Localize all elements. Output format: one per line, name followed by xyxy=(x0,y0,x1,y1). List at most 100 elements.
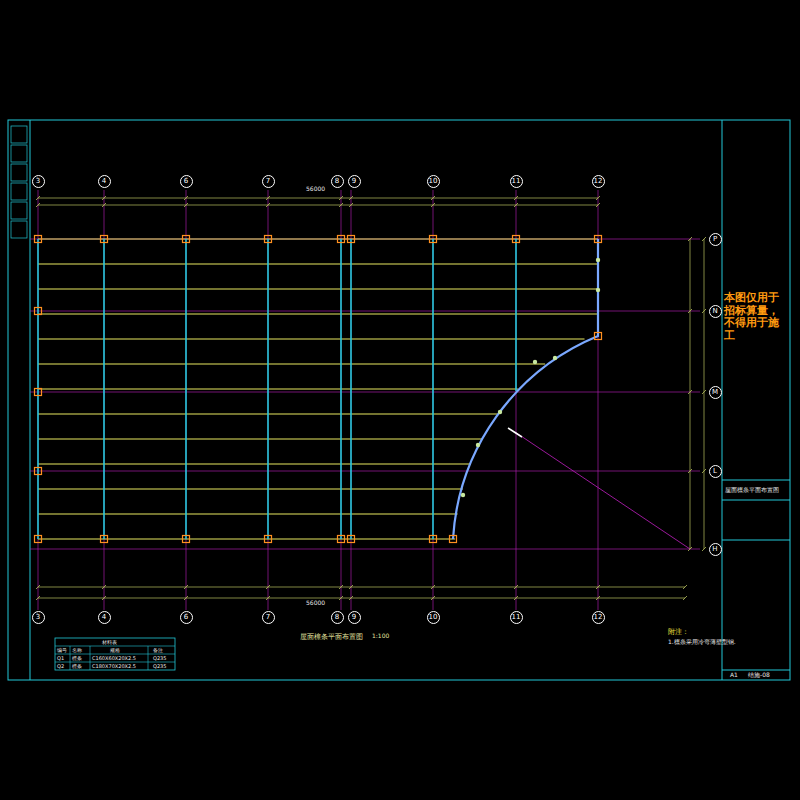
dimension-tick xyxy=(514,585,518,589)
column-square xyxy=(35,389,42,396)
axis-bubble: 7 xyxy=(262,611,275,624)
axis-label: 6 xyxy=(184,614,188,621)
dimension-tick xyxy=(102,196,106,200)
strip-box xyxy=(11,145,27,162)
brace-dot xyxy=(533,360,537,364)
axis-bubble: N xyxy=(709,305,722,318)
axis-bubble: 10 xyxy=(427,611,440,624)
dimension-tick xyxy=(339,596,343,600)
axis-label: H xyxy=(712,546,717,553)
axis-bubble: 9 xyxy=(348,175,361,188)
axis-label: 11 xyxy=(512,178,521,185)
dimension-tick xyxy=(688,469,692,473)
axis-label: 9 xyxy=(352,178,356,185)
dimension-tick xyxy=(102,585,106,589)
axis-bubble: 3 xyxy=(32,611,45,624)
table-line xyxy=(55,646,175,647)
column-square xyxy=(265,236,272,243)
axis-bubble: 4 xyxy=(98,611,111,624)
dimension-tick xyxy=(184,596,188,600)
drawing-title: 屋面檩条平面布置图 xyxy=(300,633,363,641)
frame-line xyxy=(30,120,31,680)
table-cell: 檩条 xyxy=(72,656,82,662)
title-block-line xyxy=(722,670,790,671)
table-header: 材料表 xyxy=(102,640,117,646)
dimension-line xyxy=(38,198,598,199)
axis-label: L xyxy=(713,468,717,475)
column-square xyxy=(35,308,42,315)
dimension-tick xyxy=(36,203,40,207)
column-square xyxy=(430,236,437,243)
dimension-tick xyxy=(688,547,692,551)
axis-bubble: 8 xyxy=(331,175,344,188)
axis-bubble: 11 xyxy=(510,175,523,188)
table-cell: Q2 xyxy=(57,664,64,670)
axis-line xyxy=(30,239,700,240)
axis-bubble: P xyxy=(709,233,722,246)
brace-dot xyxy=(553,356,557,360)
table-cell: 备注 xyxy=(153,648,163,654)
column-square xyxy=(348,236,355,243)
axis-label: 4 xyxy=(102,178,106,185)
table-line xyxy=(55,662,175,663)
axis-label: P xyxy=(713,236,717,243)
axis-label: 3 xyxy=(36,614,40,621)
column-square xyxy=(338,536,345,543)
column-square xyxy=(338,236,345,243)
dimension-tick xyxy=(431,585,435,589)
dimension-tick xyxy=(339,203,343,207)
column-square xyxy=(265,536,272,543)
watermark-note: 本图仅用于招标算量，不得用于施工 xyxy=(724,292,788,343)
strip-box xyxy=(11,202,27,219)
dimension-tick xyxy=(431,203,435,207)
dimension-tick xyxy=(349,585,353,589)
axis-bubble: 3 xyxy=(32,175,45,188)
table-line xyxy=(90,646,91,670)
rafter-line xyxy=(340,239,342,539)
brace-dot xyxy=(476,443,480,447)
dimension-tick xyxy=(266,596,270,600)
dimension-tick xyxy=(596,596,600,600)
axis-line xyxy=(351,190,352,610)
column-square xyxy=(101,536,108,543)
title-block-line xyxy=(722,480,790,481)
sheet-size: A1 xyxy=(730,672,738,679)
column-square xyxy=(348,536,355,543)
table-line xyxy=(70,646,71,670)
purlin-line xyxy=(38,314,598,315)
sheet-number: 结施-08 xyxy=(748,672,770,679)
table-cell: C180X70X20X2.5 xyxy=(92,664,136,670)
axis-bubble: H xyxy=(709,543,722,556)
dimension-tick xyxy=(184,203,188,207)
axis-bubble: 12 xyxy=(592,611,605,624)
purlin-line xyxy=(38,489,463,490)
rafter-line xyxy=(103,239,105,539)
axis-label: N xyxy=(712,308,717,315)
axis-label: 4 xyxy=(102,614,106,621)
axis-label: M xyxy=(712,389,718,396)
axis-line xyxy=(104,190,105,610)
strip-box xyxy=(11,183,27,200)
axis-bubble: 7 xyxy=(262,175,275,188)
table-cell: 规格 xyxy=(110,648,120,654)
strip-box xyxy=(11,221,27,238)
dimension-tick xyxy=(514,203,518,207)
axis-line xyxy=(30,392,700,393)
dimension-tick xyxy=(702,309,706,313)
purlin-line xyxy=(38,389,518,390)
strip-box xyxy=(11,126,27,143)
column-square xyxy=(513,236,520,243)
brace-dot xyxy=(596,258,600,262)
axis-line xyxy=(30,549,700,550)
dimension-tick xyxy=(36,585,40,589)
dimension-tick xyxy=(102,596,106,600)
rafter-line xyxy=(515,239,517,391)
axis-label: 10 xyxy=(429,178,438,185)
dimension-tick xyxy=(349,196,353,200)
axis-label: 7 xyxy=(266,178,270,185)
column-square xyxy=(183,536,190,543)
axis-bubble: 10 xyxy=(427,175,440,188)
dimension-text: 56000 xyxy=(304,186,327,193)
scale-text: 1:100 xyxy=(372,633,389,640)
brace-dot xyxy=(596,288,600,292)
